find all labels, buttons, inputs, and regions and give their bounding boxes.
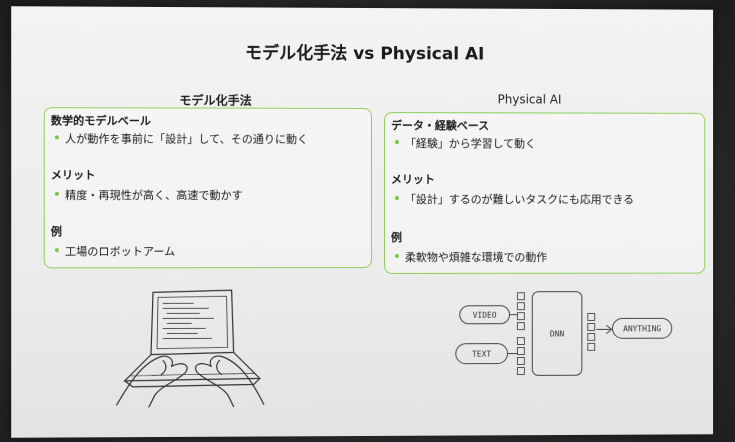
text-input-label: TEXT [472, 350, 491, 359]
video-input-label: VIDEO [473, 311, 497, 320]
laptop-typing-illustration [117, 290, 264, 407]
dnn-model-label: DNN [550, 330, 564, 339]
anything-output-label: ANYTHING [623, 324, 661, 333]
slide-illustrations: VIDEO TEXT DNN ANYTHING [11, 6, 713, 438]
projected-slide: モデル化手法 vs Physical AI モデル化手法 Physical AI… [11, 6, 714, 438]
